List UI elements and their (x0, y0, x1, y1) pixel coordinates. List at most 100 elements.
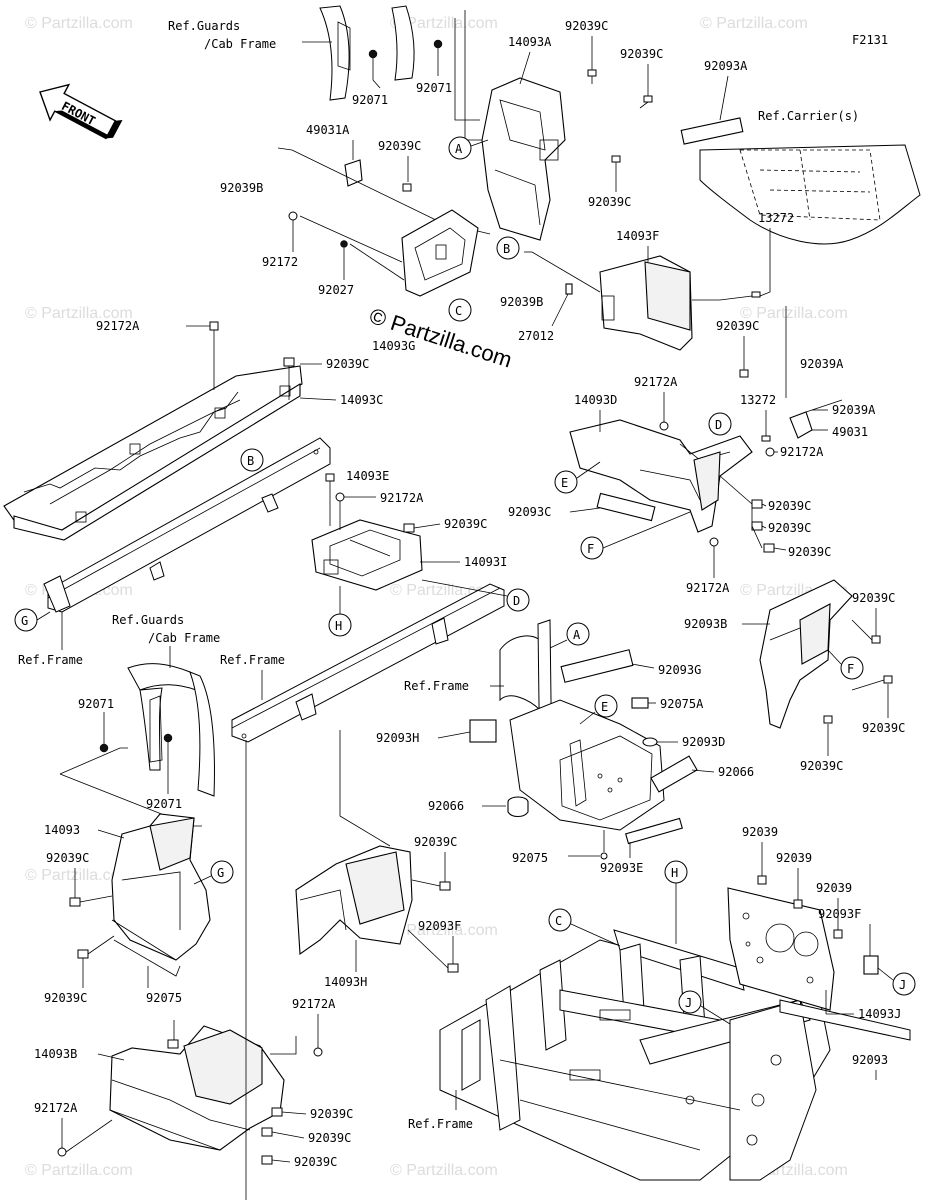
watermark-main: ©Partzilla.com (366, 303, 515, 373)
bolt-icon (639, 95, 653, 109)
part-number: 92039A (832, 403, 876, 417)
callout-label: F (847, 662, 854, 676)
bolt-icon (261, 1127, 305, 1139)
callout-label: G (217, 866, 224, 880)
bolt-icon (709, 537, 719, 578)
callout-circle (708, 412, 732, 436)
bolt-icon (271, 1107, 307, 1117)
ref-frame-beam-center (231, 583, 505, 743)
callout-label: C (455, 304, 462, 318)
callout-circle (594, 694, 618, 718)
callout-circle (566, 622, 590, 646)
part-number: 92172A (780, 445, 824, 459)
part-number: 92039B (220, 181, 263, 195)
callout-label: F (587, 542, 594, 556)
part-number: 92093C (508, 505, 551, 519)
part-number: 92172A (686, 581, 730, 595)
nut-icon (340, 240, 348, 248)
pad-92093e (625, 817, 683, 845)
callout-label: E (561, 476, 568, 490)
bolt-icon (871, 608, 881, 644)
part-number: 92071 (352, 93, 388, 107)
guard-14093a (481, 77, 566, 241)
part-number: 92093 (852, 1053, 888, 1067)
guard-14093i (759, 579, 853, 729)
part-number: 92039 (816, 881, 852, 895)
callout-label: B (503, 242, 510, 256)
front-arrow-icon: FRONT (39, 83, 123, 140)
clip-icon (833, 929, 843, 939)
ref-guards-cab-frame-left (127, 663, 215, 797)
bolt-icon (283, 357, 295, 400)
damper-92066 (507, 796, 529, 818)
part-number: 92039C (716, 319, 759, 333)
part-number: 92093F (818, 907, 861, 921)
clip-icon (757, 875, 767, 885)
callout-label: A (455, 142, 463, 156)
callout-label: H (335, 619, 342, 633)
part-number: 92075 (146, 991, 182, 1005)
callout-circle (548, 908, 572, 932)
bolt-icon (765, 447, 778, 457)
part-number: 92039 (776, 851, 812, 865)
clip-49031a (344, 140, 363, 187)
callout-circle (448, 298, 472, 322)
callout-circle (892, 972, 916, 996)
bolt-icon (167, 1039, 179, 1049)
part-number: 92039C (788, 545, 831, 559)
part-number: 14093J (858, 1007, 901, 1021)
part-number: 92172A (34, 1101, 78, 1115)
part-number: 92093G (658, 663, 701, 677)
part-number: 92093B (684, 617, 727, 631)
callout-label: D (513, 594, 520, 608)
part-number: 92039C (588, 195, 631, 209)
part-number: 92039C (800, 759, 843, 773)
part-number: 14093G (372, 339, 415, 353)
bolt-icon (288, 211, 298, 221)
callout-circle (678, 990, 702, 1014)
clip-icon (793, 899, 803, 909)
watermark-tile: © Partzilla.com (25, 1162, 133, 1179)
bolt-icon (600, 852, 608, 860)
ref-label: Ref.Frame (220, 653, 285, 667)
part-number: 92071 (416, 81, 452, 95)
guard-14093g (401, 209, 479, 297)
diagram-code: F2131 (852, 33, 888, 47)
ref-label: Ref.Frame (18, 653, 83, 667)
part-number: 92093D (682, 735, 725, 749)
bolt-icon (402, 183, 412, 192)
callout-circle (240, 448, 264, 472)
part-number: 92071 (78, 697, 114, 711)
bolt-icon (611, 155, 621, 163)
bolt-icon (883, 675, 893, 718)
part-number: 14093F (616, 229, 659, 243)
guard-14093 (111, 813, 211, 977)
ref-label: Ref.Guards (112, 613, 184, 627)
part-number: 14093H (324, 975, 367, 989)
part-number: 92093H (376, 731, 419, 745)
bolt-icon (439, 852, 451, 891)
part-number: 92066 (718, 765, 754, 779)
bolt-icon (659, 392, 669, 431)
callout-label: D (715, 418, 722, 432)
bolt-icon (209, 321, 219, 390)
guard-14093j (727, 887, 835, 1011)
callout-label: E (601, 700, 608, 714)
ref-frame-main (439, 929, 911, 1181)
callout-circle (496, 236, 520, 260)
part-number: 92039C (310, 1107, 353, 1121)
part-number: 92172A (634, 375, 678, 389)
watermark-tile: © Partzilla.com (390, 15, 498, 32)
bolt-icon (57, 1118, 67, 1157)
ref-guards-cab-frame-top (319, 5, 415, 101)
part-number: 92039C (768, 499, 811, 513)
part-number: 92172A (380, 491, 424, 505)
part-number: 92093F (418, 919, 461, 933)
part-number: 92039C (414, 835, 457, 849)
ref-label: /Cab Frame (148, 631, 220, 645)
part-number: 14093B (34, 1047, 77, 1061)
watermark-tile: © Partzilla.com (25, 15, 133, 32)
bolt-icon (403, 523, 441, 533)
part-number: 49031 (832, 425, 868, 439)
part-number: 49031A (306, 123, 350, 137)
